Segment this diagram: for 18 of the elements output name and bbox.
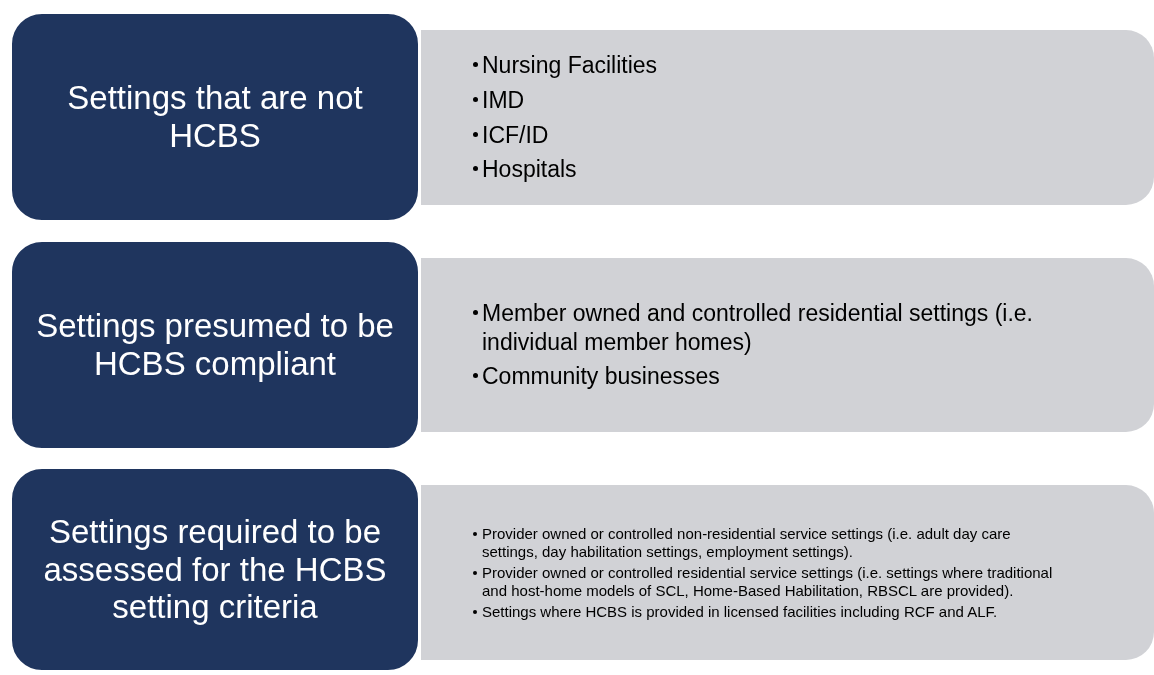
heading-text: Settings that are not HCBS: [66, 79, 364, 155]
list-item-text: Provider owned or controlled residential service settings (i.e. settings where traditional and host-home models of SCL, Home-Based Habilitation, RBSCL are provided).: [482, 563, 1054, 600]
list-panel: [421, 485, 1154, 660]
list-item-text: Provider owned or controlled non-residential service settings (i.e. adult day care settings, day habilitation settings, employment settings).: [482, 524, 1012, 561]
list-item-text: Community businesses: [482, 362, 720, 392]
list-item-text: ICF/ID: [482, 120, 549, 150]
list-panel: [421, 30, 1154, 205]
heading-box: [10, 240, 420, 450]
heading-text: Settings required to be assessed for the HCBS setting criteria: [42, 512, 388, 627]
heading-box: [10, 467, 420, 672]
heading-text: Settings presumed to be HCBS compliant: [36, 307, 394, 383]
list-item-text: Hospitals: [482, 155, 577, 184]
list-item-text: IMD: [482, 85, 525, 115]
list-item-text: Nursing Facilities: [482, 51, 658, 80]
heading-box: [10, 12, 420, 222]
list-item-text: Settings where HCBS is provided in licensed facilities including RCF and ALF.: [482, 602, 998, 621]
list-item-text: Member owned and controlled residential settings (i.e. individual member homes): [482, 298, 1034, 357]
list-panel: [421, 258, 1154, 432]
